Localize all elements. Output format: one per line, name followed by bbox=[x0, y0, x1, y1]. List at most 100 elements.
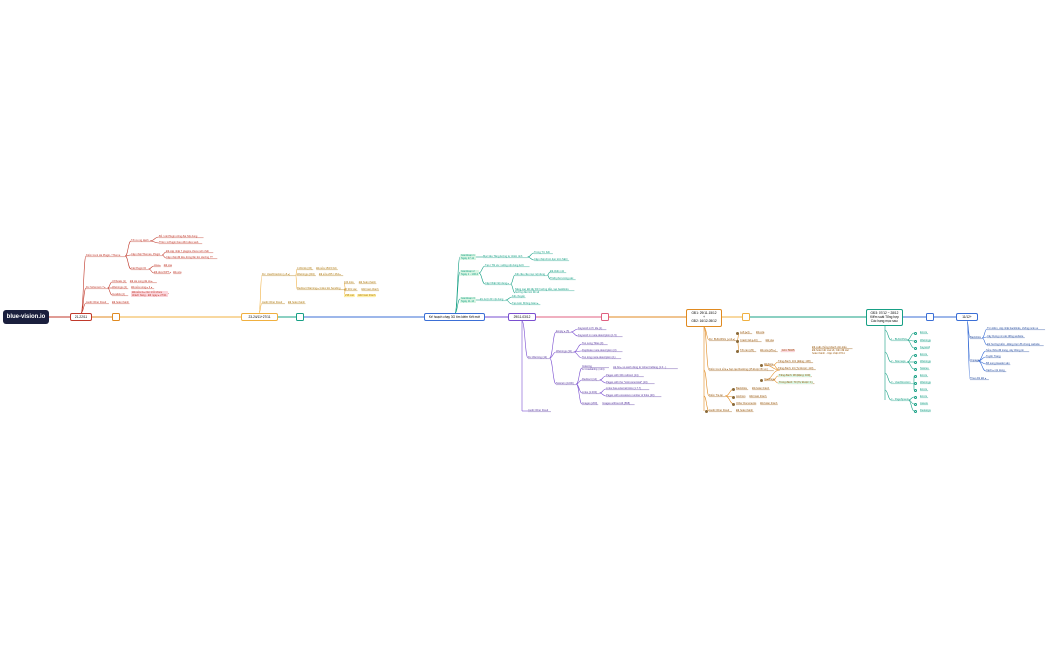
node-label[interactable]: Xây Dựng nơ các đồng website bbox=[987, 334, 1024, 338]
node-label[interactable]: Links has external links (1.7.7) bbox=[606, 386, 642, 390]
node-label[interactable]: Images without Alt (868) bbox=[602, 401, 631, 405]
node-label[interactable]: Duplicate meta description (3) bbox=[582, 348, 617, 352]
node-label[interactable]: Hệ bit ▸ so sánh dùng từ trêne hreflang … bbox=[613, 365, 667, 369]
node-label[interactable]: UXScale (1) bbox=[112, 279, 126, 283]
node-label[interactable]: Cập nhật Themes, Plugin bbox=[131, 252, 161, 256]
node-label[interactable]: Images (200) bbox=[582, 401, 598, 405]
node-label[interactable]: Mục tiêu Tăng lượng tự nhiên tính bbox=[483, 254, 523, 258]
node-label[interactable]: Invalids (4) bbox=[112, 292, 125, 296]
node-label[interactable]: Empty ▸ (5) bbox=[556, 329, 570, 333]
node-label[interactable]: Trong Trì: Kết bbox=[534, 250, 550, 254]
node-label[interactable]: Keyword bbox=[920, 345, 931, 349]
node-label[interactable]: Đã hoàn thành bbox=[287, 300, 305, 304]
branch5-highlight[interactable]: Còn: 56/25 bbox=[780, 348, 796, 352]
node-label[interactable]: Errors bbox=[920, 330, 928, 334]
timeline-node-1[interactable]: 21-22/11 bbox=[70, 313, 92, 321]
node-label[interactable]: Left (▸3) bbox=[740, 330, 750, 334]
timeline-node-2[interactable]: 23-24/11+27/11 bbox=[241, 313, 278, 321]
checkbox-icon[interactable] bbox=[914, 360, 917, 364]
node-label[interactable]: Crash fail (▸10) bbox=[740, 338, 758, 342]
node-label[interactable]: Để hướng kiểm - Đăng trực đồ chung websi… bbox=[987, 342, 1040, 346]
node-label[interactable]: Pages with 301 redirect (14) bbox=[606, 373, 639, 377]
node-label[interactable]: Keyword in Pr lde (1) bbox=[578, 326, 603, 330]
branch3-note[interactable]: Nâng cao kết lấy Dữ hướng dẫn, tạo backl… bbox=[515, 287, 569, 294]
checkbox-icon[interactable] bbox=[914, 388, 917, 392]
checkbox-icon[interactable] bbox=[914, 346, 917, 350]
node-label[interactable]: Warnings (204) bbox=[297, 272, 315, 276]
node-label[interactable]: Audit Other Fixed bbox=[86, 300, 107, 304]
node-label[interactable]: 4 Words (15) bbox=[297, 266, 312, 270]
checkbox-icon[interactable] bbox=[914, 381, 917, 385]
node-label[interactable]: Đã hoàn thành bbox=[752, 386, 770, 390]
node-label[interactable]: Other Documents bbox=[736, 401, 757, 405]
timeline-node-7[interactable]: 11/12+ bbox=[956, 313, 978, 321]
node-label[interactable]: Bỏ / cài Plugin cũng đạt Nội dung bbox=[159, 234, 198, 238]
node-label[interactable]: Tốt can (25) bbox=[740, 348, 754, 352]
node-label[interactable]: Pages with excessive number of links (20… bbox=[606, 393, 655, 397]
branch5-green-2[interactable]: Trong đánh: 70 (Tự Được: 1) bbox=[778, 380, 814, 384]
checkbox-icon[interactable] bbox=[914, 374, 917, 378]
node-label[interactable]: Cài Plugin ID bbox=[131, 266, 147, 270]
node-label[interactable]: Tăng đánh: 24 (Tự Được: 110) bbox=[778, 366, 814, 370]
node-label[interactable]: Đã xóa (25 ▸) bbox=[760, 348, 776, 352]
node-label[interactable]: Tuyến Trang bbox=[986, 354, 1001, 358]
node-label[interactable]: Redirect (14) bbox=[582, 377, 597, 381]
node-label[interactable]: Đã sửa 15/15 Kết bbox=[316, 266, 337, 270]
node-label[interactable]: Sửa chữa đề trang, xây thông tin bbox=[986, 348, 1024, 352]
branch6-group-g1[interactable]: 1 - BUILDING bbox=[891, 337, 907, 341]
node-label[interactable]: Đã hoàn thành bbox=[735, 408, 753, 412]
node-label[interactable]: Pages with the *Link:canonical* (10) bbox=[606, 380, 648, 384]
branch3-phase3[interactable]: Giai Đoạn 3 Ngày 11-14 bbox=[460, 296, 476, 303]
node-label[interactable]: Anchors bbox=[736, 394, 746, 398]
node-label[interactable]: Audit Other Fixed bbox=[709, 408, 730, 412]
node-label[interactable]: Errors bbox=[920, 352, 928, 356]
node-label[interactable]: Warnings (4) bbox=[112, 285, 127, 289]
node-label[interactable]: Đã xóa bbox=[765, 338, 774, 342]
node-label[interactable]: Notices bbox=[920, 366, 929, 370]
timeline-node-5[interactable]: GĐ1: 29/11-15/12 + GĐ2: 16/12-05/12 bbox=[686, 309, 722, 327]
branch3-phase2[interactable]: Giai Đoạn 2 Ngày 1 - 10/12 bbox=[460, 269, 480, 276]
node-label[interactable]: Đã cài xong tất cả ▸ bbox=[129, 279, 153, 283]
node-label[interactable]: Đã thiết mới bbox=[550, 269, 565, 273]
node-label[interactable]: Đã hoàn thành bbox=[749, 394, 767, 398]
node-label[interactable]: Đã xóa bbox=[163, 263, 172, 267]
node-label[interactable]: 104 lnks bbox=[344, 280, 354, 284]
node-label[interactable]: Redirect Warning ▸ Index lên Sending bbox=[297, 286, 341, 290]
node-label[interactable]: Tìm kiếm, cập nhật backlinks, chống rank… bbox=[987, 326, 1039, 330]
node-label[interactable]: Assets bbox=[920, 401, 928, 405]
checkbox-icon[interactable] bbox=[914, 409, 917, 413]
node-label[interactable]: Errors bbox=[920, 373, 928, 377]
root-node[interactable]: blue-vision.io bbox=[3, 310, 49, 324]
node-label[interactable]: Đã hoàn thành bbox=[361, 287, 379, 291]
node-label[interactable]: Warnings (31) bbox=[556, 349, 573, 353]
collapse-toggle-1[interactable] bbox=[112, 313, 120, 321]
node-label[interactable]: Errors bbox=[920, 387, 928, 391]
branch2-node-fix[interactable]: Fix: UserDirection (+5 ▸) bbox=[262, 272, 291, 276]
node-label[interactable]: Đã cập nhật 7 plugins chưa mới nhất bbox=[166, 249, 209, 253]
branch1-node-schema[interactable]: Fix Schema's ? ▸ bbox=[86, 285, 106, 289]
timeline-node-6[interactable]: GĐ3: 07/12 ~ 28/12 Kiểm soát Tổng hợp Cá… bbox=[866, 309, 903, 326]
node-label[interactable]: Đã hoàn thành bbox=[111, 300, 129, 304]
branch2-highlight[interactable]: 236 xác bbox=[344, 293, 356, 297]
node-label[interactable]: Đo lượt dữ nội dung bbox=[480, 297, 504, 301]
node-label[interactable]: Tạo / Tối ưu: xuống nội dung lướt bbox=[485, 263, 524, 267]
node-label[interactable]: Backlinks bbox=[736, 386, 747, 390]
node-label[interactable]: Kết cấu cấu mục nội dung bbox=[515, 272, 545, 276]
node-label[interactable]: Đã xóa bbox=[173, 270, 182, 274]
node-label[interactable]: Đã xóa bbox=[756, 330, 765, 334]
branch7-node-backlinks[interactable]: Backlinks bbox=[970, 335, 981, 339]
checkbox-icon[interactable] bbox=[914, 367, 917, 371]
node-label[interactable]: Tối ưu ng dạnh bbox=[131, 238, 149, 242]
branch1-node-plugins[interactable]: Kiểm tra & cài Plugin / Theme bbox=[86, 253, 121, 257]
node-label[interactable]: Đã hoàn thành bbox=[760, 401, 778, 405]
node-label[interactable]: Bố sung Header sản bbox=[986, 361, 1010, 365]
node-label[interactable]: OnePage bbox=[764, 377, 775, 381]
branch7-node-tracking[interactable]: Theo dõi kết ▸ bbox=[970, 376, 987, 380]
node-label[interactable]: Xạch ▸ nội dung bbox=[986, 368, 1005, 372]
node-label[interactable]: Indexing & Crawlability (104) bbox=[582, 364, 605, 371]
node-label[interactable]: Thiết phù tương xác bbox=[550, 276, 574, 280]
branch7-node-onpage[interactable]: Onpage bbox=[970, 358, 980, 362]
branch5-node-fix[interactable]: Fix: BUILDING (+12 ▸) bbox=[709, 337, 736, 341]
node-label[interactable]: Warnings bbox=[920, 380, 931, 384]
node-label[interactable]: Audit Other Fixed bbox=[528, 408, 549, 412]
